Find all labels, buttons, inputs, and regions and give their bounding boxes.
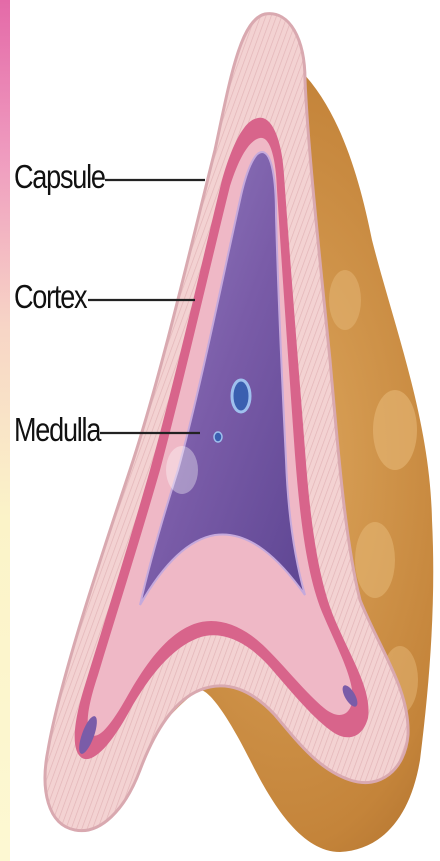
capsule-label: Capsule <box>14 160 105 193</box>
medulla-label: Medulla <box>14 413 100 446</box>
small-vessel <box>214 432 222 442</box>
medulla-highlight <box>166 446 198 494</box>
fat-lobule <box>329 270 361 330</box>
fat-lobule <box>373 390 417 470</box>
central-vein <box>232 380 250 412</box>
cortex-label: Cortex <box>14 280 86 313</box>
fat-lobule <box>355 522 395 598</box>
